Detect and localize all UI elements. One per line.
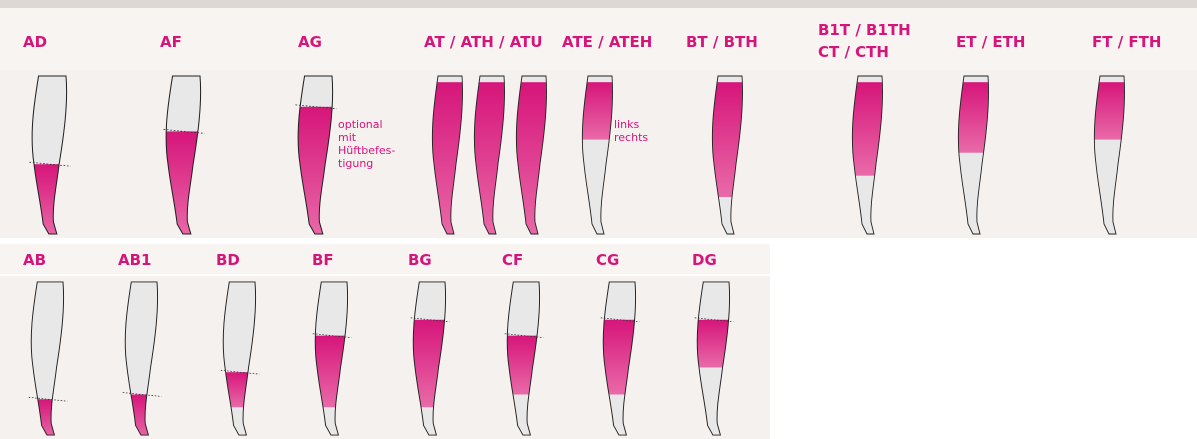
label-b1t-b1th: B1T / B1TH — [818, 20, 911, 40]
label-cg: CG — [596, 250, 619, 270]
note-ate-line: rechts — [614, 131, 648, 144]
figure-ad — [18, 74, 82, 238]
stocking-section — [210, 372, 270, 407]
figure-ate — [570, 74, 626, 238]
figure-ft — [1082, 74, 1138, 238]
label-ag: AG — [298, 32, 322, 52]
stocking-section — [1082, 82, 1138, 139]
stocking-section — [112, 394, 172, 439]
label-bf: BF — [312, 250, 334, 270]
figure-b1t — [840, 74, 896, 238]
note-ag-line: tigung — [338, 157, 395, 170]
leg-svg — [1082, 74, 1138, 238]
leg-svg — [18, 74, 82, 238]
label-at-ath-atu: AT / ATH / ATU — [424, 32, 543, 52]
note-ag: optional mit Hüftbefes- tigung — [338, 118, 395, 170]
figure-bd — [210, 280, 270, 439]
stocking-section — [700, 82, 756, 197]
label-bd: BD — [216, 250, 240, 270]
note-ate: links rechts — [614, 118, 648, 144]
stocking-section — [18, 164, 82, 238]
label-bg: BG — [408, 250, 432, 270]
figure-bt — [700, 74, 756, 238]
stocking-section — [590, 320, 650, 395]
stocking-section — [18, 399, 78, 439]
stocking-section — [840, 82, 896, 175]
stocking-section — [504, 82, 560, 238]
figure-et — [946, 74, 1002, 238]
label-ad: AD — [23, 32, 47, 52]
leg-svg — [152, 74, 216, 238]
note-ate-line: links — [614, 118, 648, 131]
stocking-section — [302, 336, 362, 408]
leg-svg — [570, 74, 626, 238]
figure-atu — [504, 74, 560, 238]
leg-svg — [210, 280, 270, 439]
leg-svg — [840, 74, 896, 238]
label-ab1: AB1 — [118, 250, 151, 270]
note-ag-line: optional — [338, 118, 395, 131]
stocking-section — [684, 320, 744, 368]
note-ag-line: Hüftbefes- — [338, 144, 395, 157]
leg-svg — [946, 74, 1002, 238]
label-ate-ateh: ATE / ATEH — [562, 32, 652, 52]
figure-ab — [18, 280, 78, 439]
leg-svg — [590, 280, 650, 439]
stocking-section — [494, 336, 554, 395]
label-et-eth: ET / ETH — [956, 32, 1025, 52]
leg-svg — [494, 280, 554, 439]
label-af: AF — [160, 32, 182, 52]
figure-dg — [684, 280, 744, 439]
top-bar — [0, 0, 1197, 8]
figure-cf — [494, 280, 554, 439]
label-bt-bth: BT / BTH — [686, 32, 758, 52]
figure-cg — [590, 280, 650, 439]
stocking-section — [400, 320, 460, 407]
leg-svg — [400, 280, 460, 439]
row2-header — [0, 244, 770, 274]
label-dg: DG — [692, 250, 717, 270]
figure-ab1 — [112, 280, 172, 439]
leg-svg — [700, 74, 756, 238]
leg-svg — [504, 74, 560, 238]
label-ct-cth: CT / CTH — [818, 42, 889, 62]
leg-shape — [223, 282, 255, 435]
leg-svg — [302, 280, 362, 439]
note-ag-line: mit — [338, 131, 395, 144]
label-ab: AB — [23, 250, 46, 270]
leg-svg — [684, 280, 744, 439]
leg-svg — [112, 280, 172, 439]
figure-af — [152, 74, 216, 238]
figure-bf — [302, 280, 362, 439]
label-ft-fth: FT / FTH — [1092, 32, 1161, 52]
stocking-section — [152, 131, 216, 238]
leg-svg — [18, 280, 78, 439]
label-cf: CF — [502, 250, 523, 270]
figure-bg — [400, 280, 460, 439]
stocking-section — [946, 82, 1002, 153]
